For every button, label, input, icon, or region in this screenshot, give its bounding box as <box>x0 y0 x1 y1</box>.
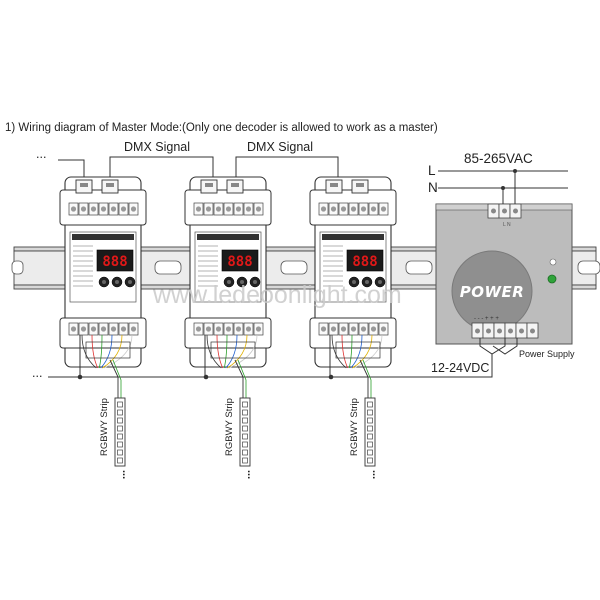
led-chip-icon <box>242 425 248 432</box>
led-chip-icon <box>242 409 248 416</box>
line-n-label: N <box>428 180 438 195</box>
watermark: www.ledeoonlight.com <box>152 281 402 309</box>
strip-continuation-dots: ... <box>120 470 132 479</box>
psu-dc-terminals <box>471 322 539 339</box>
led-chip-icon <box>242 417 248 424</box>
segment-display <box>96 249 134 272</box>
dc-wiring <box>48 338 518 378</box>
indicator-led-icon <box>547 274 557 284</box>
led-chip-icon <box>367 409 373 416</box>
led-chip-icon <box>367 457 373 464</box>
power-supply-caption: Power Supply <box>519 349 575 359</box>
segment-display-value: 888 <box>102 254 127 270</box>
led-chip-icon <box>242 457 248 464</box>
diagram-caption: 1) Wiring diagram of Master Mode:(Only o… <box>5 122 438 134</box>
dmx-signal-label-2: DMX Signal <box>247 140 313 154</box>
led-chip-icon <box>117 449 123 456</box>
led-chip-icon <box>367 417 373 424</box>
strip-label: RGBWY Strip <box>224 398 235 456</box>
led-strip <box>364 397 376 467</box>
segment-display-value: 888 <box>352 254 377 270</box>
led-strip <box>114 397 126 467</box>
led-chip-icon <box>367 425 373 432</box>
led-chip-icon <box>242 449 248 456</box>
led-chip-icon <box>117 417 123 424</box>
segment-display <box>221 249 259 272</box>
dmx-signal-label-1: DMX Signal <box>124 140 190 154</box>
strip-continuation-dots: ... <box>370 470 382 479</box>
led-chip-icon <box>242 441 248 448</box>
led-chip-icon <box>367 449 373 456</box>
led-chip-icon <box>117 433 123 440</box>
power-logo: POWER <box>460 283 525 301</box>
led-chip-icon <box>367 401 373 408</box>
top-continuation-dots: ... <box>36 147 46 161</box>
led-chip-icon <box>367 433 373 440</box>
ac-voltage-label: 85-265VAC <box>464 151 533 166</box>
strip-continuation-dots: ... <box>245 470 257 479</box>
dmx-wiring <box>58 156 339 180</box>
led-chip-icon <box>117 401 123 408</box>
line-l-label: L <box>428 163 436 178</box>
led-chip-icon <box>117 409 123 416</box>
dc-voltage-label: 12-24VDC <box>431 361 489 375</box>
psu-ac-terminal-labels: L N <box>503 222 511 228</box>
led-strip <box>239 397 251 467</box>
led-chip-icon <box>367 441 373 448</box>
led-chip-icon <box>242 433 248 440</box>
psu-dc-terminal-labels: - - - + + + <box>474 316 499 322</box>
led-chip-icon <box>117 457 123 464</box>
led-chip-icon <box>117 425 123 432</box>
bus-continuation-dots: ... <box>32 366 42 380</box>
power-supply: POWER L N - - - + + + <box>435 203 573 345</box>
led-chip-icon <box>117 441 123 448</box>
led-chip-icon <box>242 401 248 408</box>
segment-display-value: 888 <box>227 254 252 270</box>
strip-label: RGBWY Strip <box>99 398 110 456</box>
segment-display <box>346 249 384 272</box>
adjust-knob-icon <box>549 258 557 266</box>
strip-label: RGBWY Strip <box>349 398 360 456</box>
